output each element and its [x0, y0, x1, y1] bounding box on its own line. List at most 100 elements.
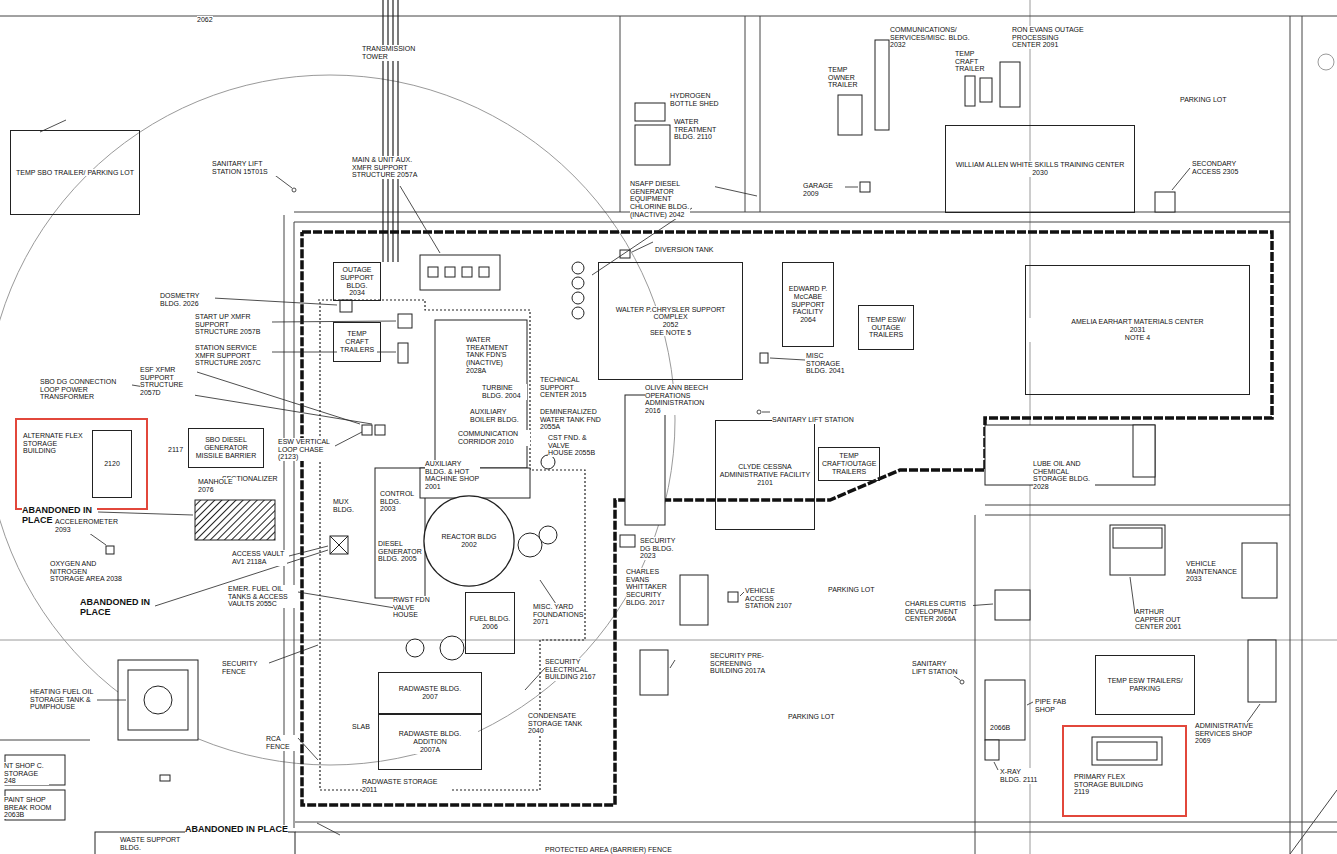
label-slot: CHLORINE BLDG. (INACTIVE) 2042: [630, 203, 690, 221]
map-label: ARTHUR CAPPER OUT CENTER 2061: [1135, 608, 1193, 631]
building-name: NOTE 4: [1029, 334, 1246, 342]
building-name: CLYDE CESSNA ADMINISTRATIVE FACILITY: [719, 463, 811, 478]
label-slot: DOSMETRY BLDG. 2026: [160, 292, 215, 310]
map-label: SANITARY LIFT STATION 15T01S: [212, 160, 284, 175]
label-slot: PARKING LOT: [788, 705, 848, 723]
map-label: CONDENSATE STORAGE TANK 2040: [528, 712, 588, 735]
building-label: SBO DIESEL GENERATOR MISSILE BARRIER: [192, 436, 260, 459]
label-slot: AUXILIARY BLDG. & HOT MACHINE SHOP 2001: [425, 460, 480, 493]
building-box: AMELIA EARHART MATERIALS CENTER2031NOTE …: [1025, 265, 1250, 395]
building-name: 2120: [96, 460, 128, 468]
map-label: 2066B: [990, 724, 1010, 732]
building-name: ALTERNATE FLEX STORAGE BUILDING: [23, 432, 85, 455]
building-label: TEMP ESW TRAILERS/ PARKING: [1099, 677, 1191, 692]
label-slot: ARTHUR CAPPER OUT CENTER 2061: [1135, 608, 1193, 633]
building-label: CLYDE CESSNA ADMINISTRATIVE FACILITY2101: [719, 463, 811, 486]
building-box: PRIMARY FLEX STORAGE BUILDING2119: [1062, 725, 1187, 817]
building-name: 2101: [719, 479, 811, 487]
building-label: 2120: [96, 460, 128, 468]
building-name: TEMP CRAFT TRAILERS: [337, 330, 377, 353]
building-box: TEMP CRAFT/OUTAGE TRAILERS: [818, 447, 880, 481]
building-name: 2031: [1029, 326, 1246, 334]
label-slot: NSAFP DIESEL GENERATOR EQUIPMENT: [630, 180, 715, 205]
map-label: PARKING LOT: [828, 586, 875, 594]
building-name: FUEL BLDG.: [469, 615, 511, 623]
label-slot: LUBE OIL AND CHEMICAL STORAGE BLDG. 2028: [1033, 460, 1095, 493]
building-name: RADWASTE BLDG.: [382, 685, 478, 693]
map-label: ESW VERTICAL LOOP CHASE (2123): [278, 438, 333, 461]
label-slot: ACCELEROMETER 2093: [55, 518, 115, 536]
building-label: TEMP CRAFT TRAILERS: [337, 330, 377, 353]
map-label: PARKING LOT: [788, 713, 835, 721]
label-slot: PARKING LOT: [828, 578, 888, 596]
map-label: DIVERSION TANK: [655, 246, 713, 254]
building-name: TEMP CRAFT/OUTAGE TRAILERS: [822, 452, 876, 475]
label-slot: CHARLES EVANS WHITTAKER SECURITY BLDG. 2…: [626, 568, 678, 609]
building-box: RADWASTE BLDG. ADDITION2007A: [378, 714, 482, 770]
label-slot: MAIN & UNIT AUX. XMFR SUPPORT STRUCTURE …: [352, 156, 424, 181]
map-label: NT SHOP C. STORAGE 248: [4, 762, 49, 785]
map-label: PROTECTED AREA (BARRIER) FENCE: [545, 846, 672, 854]
label-slot: WATER TREATMENT BLDG. 2110: [674, 118, 729, 143]
label-slot: 2066B: [990, 716, 1016, 734]
map-label: ADMINISTRATIVE SERVICES SHOP 2069: [1195, 722, 1263, 745]
map-label: MISC. YARD FOUNDATIONS 2071: [533, 603, 583, 626]
building-label: TEMP SBO TRAILER/ PARKING LOT: [14, 169, 136, 177]
label-slot: SECURITY FENCE: [222, 660, 267, 678]
map-label: HEATING FUEL OIL STORAGE TANK & PUMPHOUS…: [30, 688, 95, 711]
map-label: ACCESS VAULT AV1 2118A: [232, 550, 287, 565]
protected-area-fence: [302, 232, 1272, 805]
map-label: CHARLES CURTIS DEVELOPMENT CENTER 2066A: [905, 600, 973, 623]
label-slot: SECURITY ELECTRICAL BUILDING 2167: [545, 658, 597, 683]
label-slot: TRANSMISSION TOWER: [362, 45, 432, 63]
building-box: TEMP SBO TRAILER/ PARKING LOT: [10, 130, 140, 215]
building-name: 2006: [469, 623, 511, 631]
label-slot: X-RAY BLDG. 2111: [1000, 768, 1040, 786]
map-label: OXYGEN AND NITROGEN STORAGE AREA 2038: [50, 560, 122, 583]
building-name: SBO DIESEL GENERATOR MISSILE BARRIER: [192, 436, 260, 459]
map-label: TEMP CRAFT TRAILER: [955, 50, 989, 73]
label-slot: OLIVE ANN BEECH OPERATIONS ADMINISTRATIO…: [645, 384, 720, 417]
building-name: 2007A: [382, 746, 478, 754]
building-box: TEMP CRAFT TRAILERS: [333, 322, 381, 362]
building-label: WALTER P.CHRYSLER SUPPORT COMPLEX2052SEE…: [602, 306, 739, 337]
building-label: WILLIAM ALLEN WHITE SKILLS TRAINING CENT…: [949, 161, 1131, 176]
label-slot: GARAGE 2009: [803, 182, 843, 200]
building-name: TEMP SBO TRAILER/ PARKING LOT: [14, 169, 136, 177]
building-box: WILLIAM ALLEN WHITE SKILLS TRAINING CENT…: [945, 125, 1135, 213]
map-label: START UP XMFR SUPPORT STRUCTURE 2057B: [195, 313, 270, 336]
label-slot: 2062: [197, 8, 227, 26]
building-circle: REACTOR BLDG2002: [423, 495, 515, 587]
map-label: SECURITY ELECTRICAL BUILDING 2167: [545, 658, 597, 681]
label-slot: RADWASTE STORAGE 2011: [362, 778, 452, 796]
label-slot: TEMP OWNER TRAILER: [828, 66, 868, 91]
building-label: AMELIA EARHART MATERIALS CENTER2031NOTE …: [1029, 318, 1246, 341]
label-slot: PARKING LOT: [1180, 88, 1240, 106]
label-slot: COMMUNICATIONS/ SERVICES/MISC. BLDG. 203…: [890, 26, 970, 51]
label-slot: SECURITY DG BLDG. 2023: [640, 537, 685, 562]
label-slot: MISC. YARD FOUNDATIONS 2071: [533, 603, 581, 628]
map-label: STATION SERVICE XMFR SUPPORT STRUCTURE 2…: [195, 344, 270, 367]
label-slot: SECONDARY ACCESS 2305: [1192, 160, 1247, 178]
label-slot: EMER. FUEL OIL TANKS & ACCESS VAULTS 205…: [228, 585, 296, 610]
building-label: REACTOR BLDG2002: [426, 533, 512, 548]
building-name: SEE NOTE 5: [602, 329, 739, 337]
building-box: TEMP ESW/ OUTAGE TRAILERS: [858, 305, 914, 350]
building-label: TEMP ESW/ OUTAGE TRAILERS: [862, 316, 910, 339]
map-label: SLAB: [352, 723, 370, 731]
map-label: WASTE SUPPORT BLDG.: [120, 836, 200, 851]
transmission-lines: [383, 0, 398, 262]
map-label: WATER TREATMENT BLDG. 2110: [674, 118, 729, 141]
building-box: SBO DIESEL GENERATOR MISSILE BARRIER: [188, 428, 264, 468]
map-label: OLIVE ANN BEECH OPERATIONS ADMINISTRATIO…: [645, 384, 720, 415]
label-slot: HYDROGEN BOTTLE SHED: [670, 92, 730, 110]
map-label: COMMUNICATIONS/ SERVICES/MISC. BLDG. 203…: [890, 26, 970, 49]
label-slot: MANHOLE 2076: [198, 478, 236, 496]
building-name: RADWASTE BLDG. ADDITION: [382, 730, 478, 745]
building-label: RADWASTE BLDG.2007: [382, 685, 478, 700]
map-label: TECHNICAL SUPPORT CENTER 2015: [540, 376, 592, 399]
label-slot: WASTE SUPPORT BLDG.: [120, 836, 200, 854]
building-box: 2120: [92, 430, 132, 498]
building-box: WALTER P.CHRYSLER SUPPORT COMPLEX2052SEE…: [598, 262, 743, 380]
